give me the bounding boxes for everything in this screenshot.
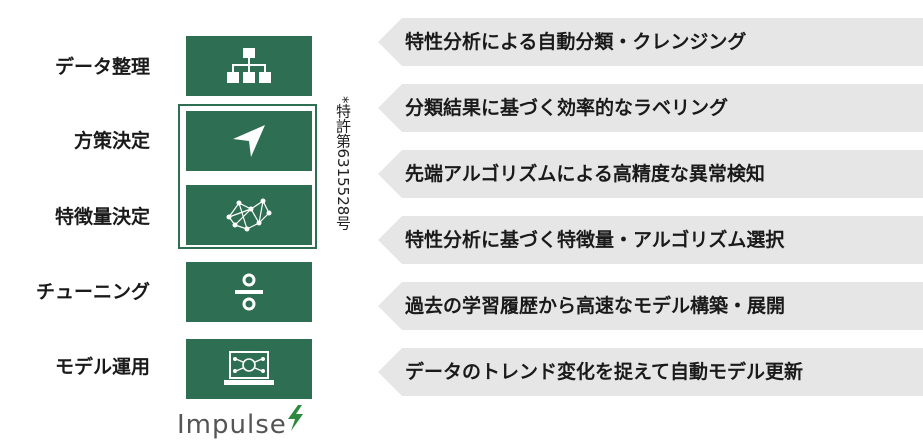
laptop-circuit-icon bbox=[224, 351, 274, 385]
feature-text-3: 先端アルゴリズムによる高精度な異常検知 bbox=[405, 163, 765, 185]
icon-tile-tuning bbox=[186, 262, 312, 322]
feature-text-4: 特性分析に基づく特徴量・アルゴリズム選択 bbox=[405, 229, 785, 251]
step-label-data-organize: データ整理 bbox=[54, 56, 150, 78]
network-graph-icon bbox=[226, 198, 272, 232]
feature-arrow-3 bbox=[378, 150, 923, 198]
division-icon bbox=[235, 273, 263, 311]
feature-arrow-6 bbox=[378, 348, 923, 396]
feature-arrow-5 bbox=[378, 282, 923, 330]
feature-arrow-2 bbox=[378, 84, 923, 132]
patent-frame bbox=[178, 104, 317, 249]
sitemap-icon bbox=[227, 48, 271, 83]
step-label-tuning: チューニング bbox=[35, 281, 150, 303]
icon-tile-policy bbox=[186, 111, 312, 171]
feature-text-6: データのトレンド変化を捉えて自動モデル更新 bbox=[405, 361, 804, 383]
step-label-feature: 特徴量決定 bbox=[54, 206, 150, 228]
step-label-policy: 方策決定 bbox=[73, 130, 150, 152]
feature-arrow-1 bbox=[378, 18, 923, 66]
feature-text-5: 過去の学習履歴から高速なモデル構築・展開 bbox=[405, 295, 786, 317]
icon-tile-feature bbox=[186, 185, 312, 245]
icon-tile-operation bbox=[186, 339, 312, 399]
feature-text-2: 分類結果に基づく効率的なラベリング bbox=[405, 97, 729, 119]
feature-arrow-4 bbox=[378, 216, 923, 264]
impulse-logo: Impulse bbox=[177, 410, 287, 440]
lightning-icon bbox=[288, 405, 303, 431]
step-label-operation: モデル運用 bbox=[54, 356, 150, 378]
feature-text-1: 特性分析による自動分類・クレンジング bbox=[405, 31, 747, 53]
navigation-arrow-icon bbox=[233, 125, 265, 157]
patent-note: *特許第6315528号 bbox=[334, 96, 352, 231]
icon-tile-data-organize bbox=[186, 36, 312, 96]
